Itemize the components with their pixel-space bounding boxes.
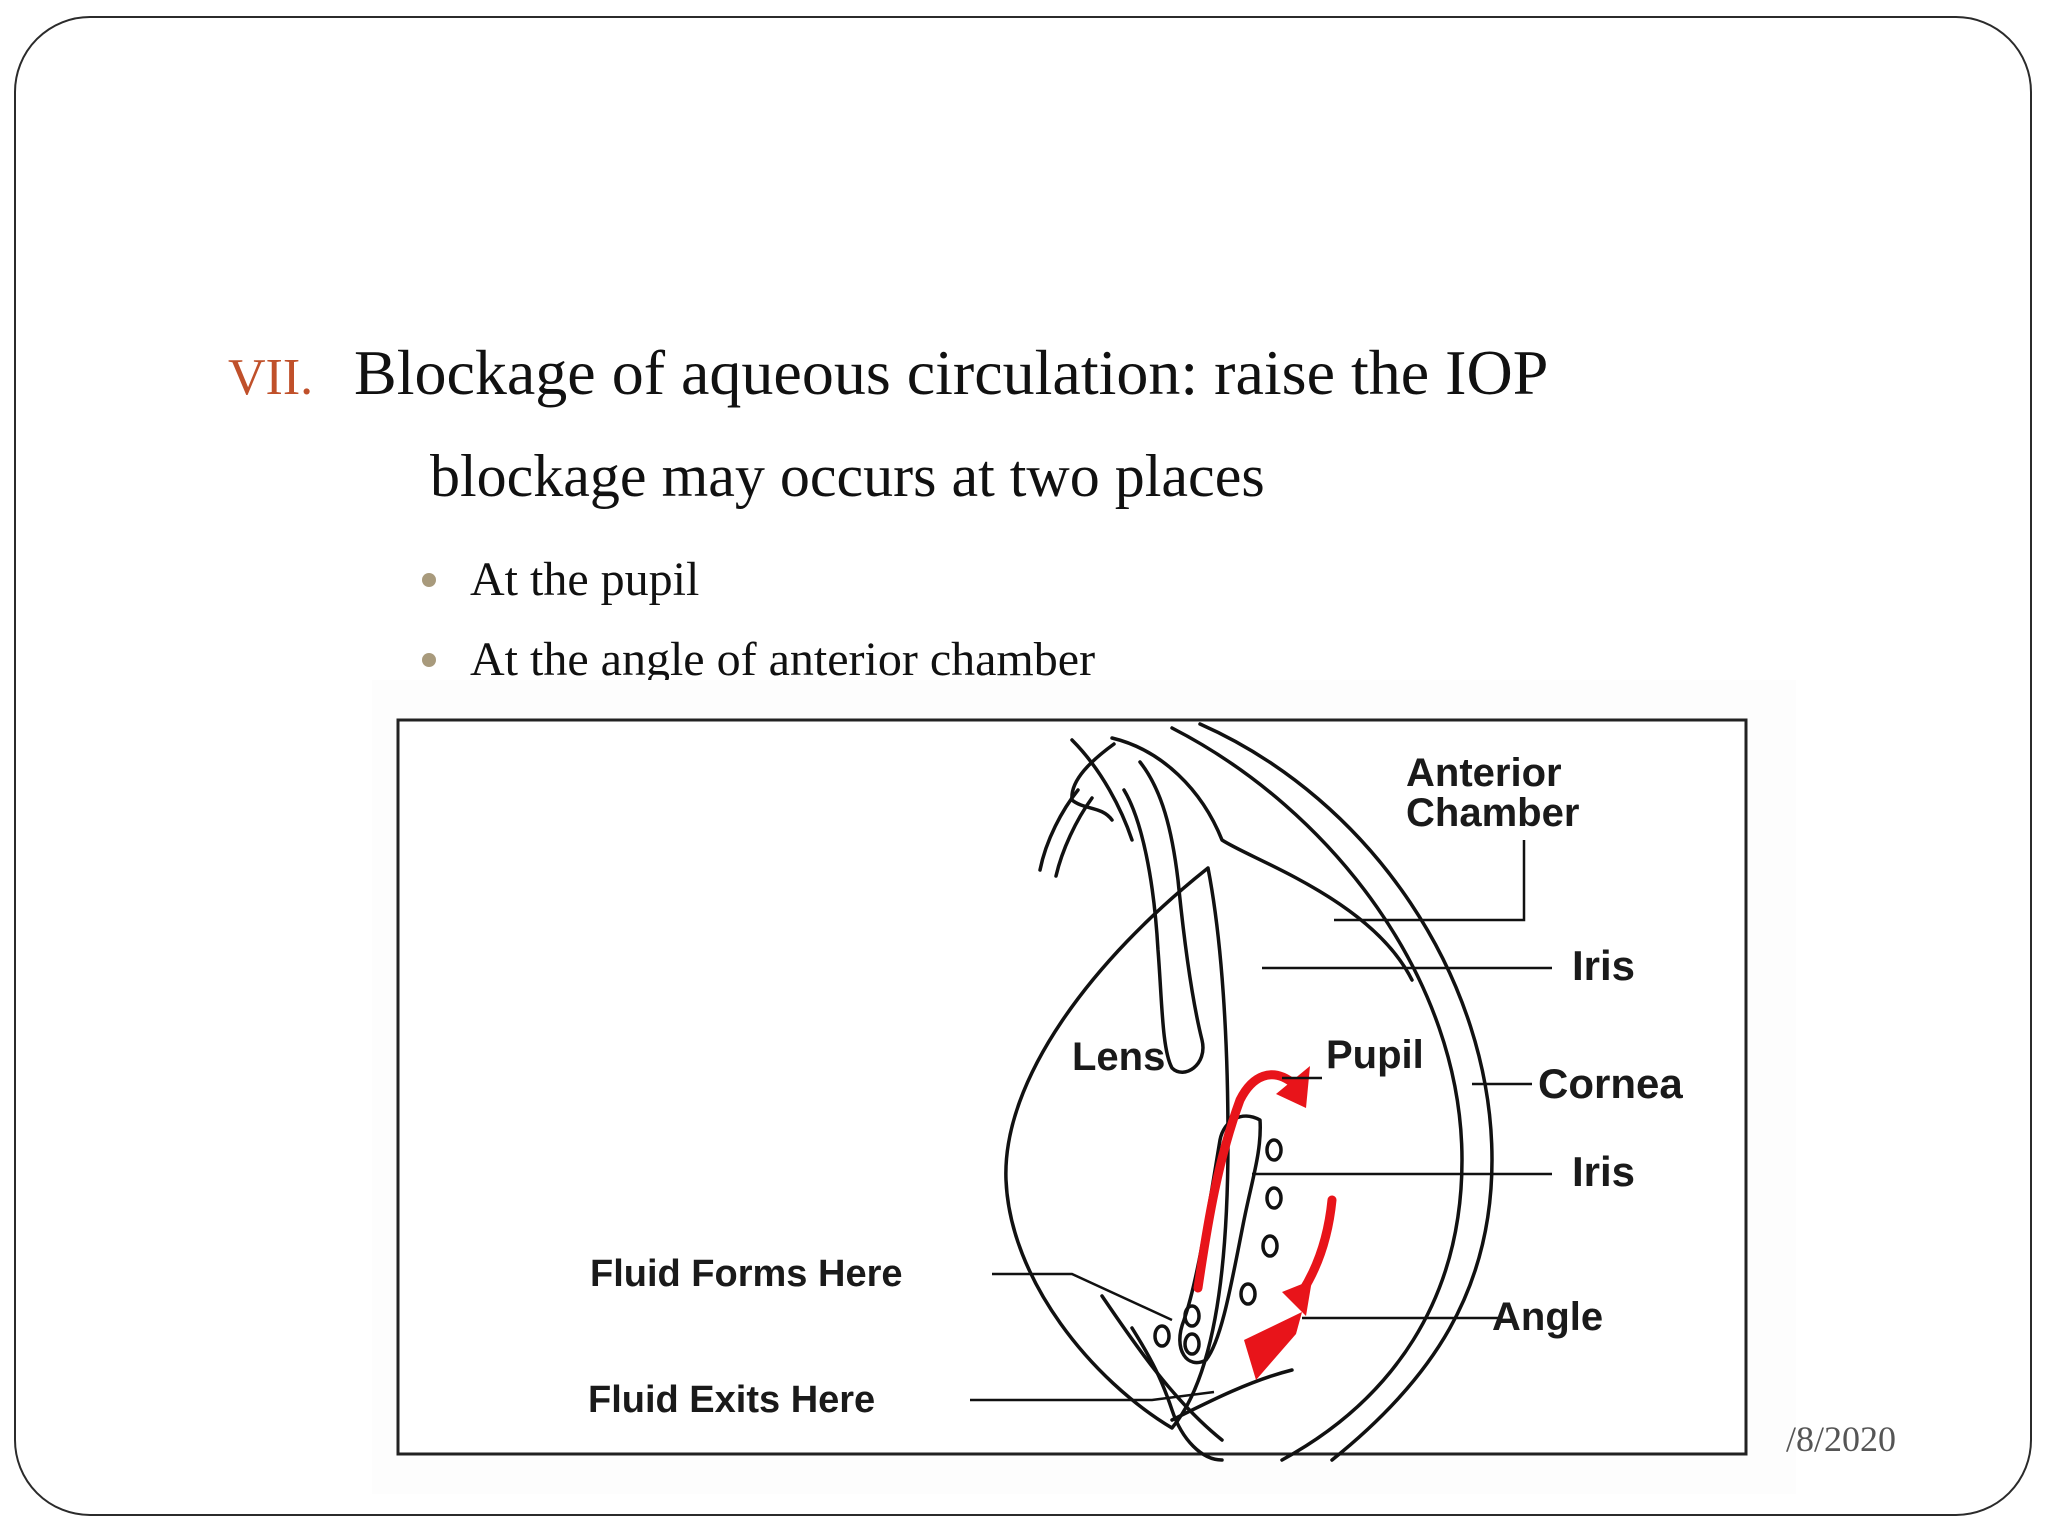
label-iris-upper: Iris [1572,942,1635,989]
droplet-icon [1265,1138,1283,1162]
bullet-dot-icon [422,653,436,667]
heading-text: Blockage of aqueous circulation: raise t… [354,337,1549,408]
cornea-outer-outline [1198,722,1494,1462]
droplet-icon [1153,1324,1171,1348]
zonule-line-2 [1054,796,1094,878]
label-fluid-exits: Fluid Exits Here [588,1379,875,1421]
ciliary-body-lower [1130,1326,1224,1462]
leader-fluid-forms [992,1272,1173,1322]
label-anterior-chamber-2: Chamber [1406,791,1579,835]
leader-fluid-exits [970,1390,1215,1402]
droplet-icon [1261,1234,1279,1258]
label-fluid-forms: Fluid Forms Here [590,1253,903,1295]
footer-date: /8/2020 [1786,1419,1897,1459]
diagram-border [396,718,1748,1456]
slide-subheading: blockage may occurs at two places [430,443,1265,509]
eye-aqueous-diagram: Anterior Chamber Iris Lens Pupil Cornea … [396,718,1748,1462]
cornea-inner-outline [1170,726,1464,1462]
label-angle: Angle [1492,1295,1603,1339]
angle-outline [1170,1368,1294,1422]
bullet-dot-icon [422,573,436,587]
angle-outflow-wedge [1244,1312,1302,1380]
label-lens: Lens [1072,1035,1165,1079]
ciliary-top-outline [1070,738,1134,842]
zonule-line-1 [1038,788,1080,872]
zonule-line-3 [1100,1294,1224,1442]
arrowhead-icon [1282,1280,1312,1316]
droplet-icon [1265,1186,1283,1210]
bullet-list: At the pupil At the angle of anterior ch… [422,540,1095,700]
label-anterior-chamber-1: Anterior [1406,751,1562,795]
droplet-icon [1183,1332,1201,1356]
slide-heading: VII. Blockage of aqueous circulation: rai… [228,336,1548,410]
heading-number: VII. [228,349,314,406]
flow-arrow-up [1193,1070,1299,1293]
bullet-item: At the angle of anterior chamber [422,620,1095,700]
leader-anterior-chamber [1334,840,1526,922]
bullet-text: At the angle of anterior chamber [470,633,1096,686]
upper-iris-outline [1122,760,1205,1074]
lens-outline [1004,866,1230,1430]
bullet-item: At the pupil [422,540,1095,620]
arrowhead-icon [1276,1066,1310,1108]
label-cornea: Cornea [1538,1060,1683,1107]
droplet-icon [1239,1282,1257,1306]
droplet-icon [1183,1304,1201,1328]
bullet-text: At the pupil [470,553,700,606]
label-pupil: Pupil [1326,1033,1424,1077]
lower-iris-outline [1178,1114,1263,1365]
anterior-chamber-outline [1110,736,1414,982]
label-iris-lower: Iris [1572,1148,1635,1195]
